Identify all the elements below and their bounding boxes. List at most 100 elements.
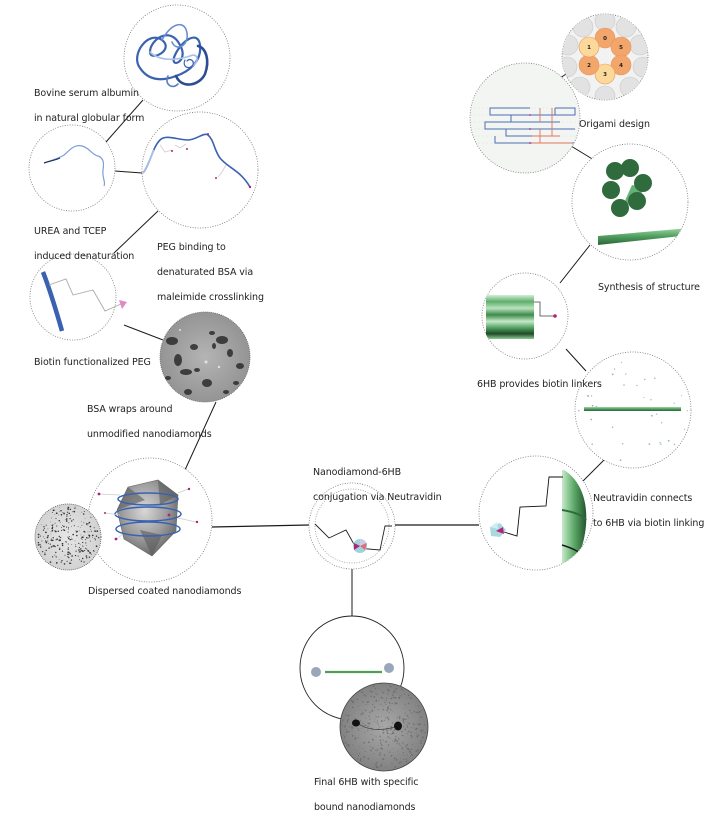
texture-dot: [392, 732, 395, 734]
texture-dot: [413, 727, 415, 729]
texture-dot: [69, 518, 71, 520]
texture-dot: [44, 538, 46, 539]
texture-dot: [55, 539, 57, 541]
texture-dot: [377, 716, 380, 718]
texture-dot: [383, 754, 386, 757]
texture-dot: [388, 737, 390, 739]
texture-dot: [50, 539, 53, 541]
texture-dot: [382, 731, 384, 733]
texture-dot: [75, 546, 77, 547]
texture-dot: [74, 540, 76, 542]
label-line: BSA wraps around: [87, 403, 173, 415]
texture-dot: [421, 710, 423, 712]
bsa-globular-ribbon: [136, 23, 209, 88]
helix-label: 1: [587, 45, 591, 51]
texture-dot: [80, 548, 82, 550]
texture-dot: [348, 743, 349, 745]
texture-dot: [89, 540, 91, 542]
texture-dot: [681, 395, 683, 397]
texture-dot: [394, 739, 396, 741]
texture-dot: [406, 724, 408, 726]
label-line: denaturated BSA via: [157, 266, 254, 278]
texture-dot: [356, 699, 358, 701]
texture-dot: [68, 512, 71, 515]
texture-dot: [64, 554, 66, 556]
texture-dot: [47, 542, 49, 544]
texture-dot: [362, 710, 363, 712]
texture-dot: [408, 731, 410, 733]
texture-dot: [375, 763, 377, 766]
texture-dot: [636, 384, 638, 387]
texture-dot: [410, 748, 412, 751]
stage-circle: [469, 62, 581, 174]
stage-dispersed: [34, 457, 213, 583]
texture-dot: [394, 696, 397, 699]
texture-dot: [358, 752, 361, 754]
texture-dot: [346, 719, 349, 722]
texture-dot: [363, 741, 365, 744]
texture-dot: [387, 694, 388, 696]
texture-dot: [359, 709, 361, 711]
texture-dot: [393, 757, 396, 760]
texture-dot: [374, 693, 376, 695]
helix-4: [610, 54, 632, 76]
texture-dot: [374, 700, 376, 702]
texture-dot: [67, 543, 69, 545]
texture-dot: [396, 692, 398, 693]
texture-dot: [39, 544, 41, 546]
texture-dot: [357, 737, 359, 739]
texture-dot: [405, 760, 408, 763]
texture-dot: [354, 737, 357, 739]
texture-dot: [72, 533, 74, 536]
texture-dot: [384, 701, 386, 704]
texture-dot: [405, 745, 407, 748]
texture-dot: [358, 694, 360, 696]
texture-dot: [390, 686, 392, 688]
texture-dot: [590, 418, 593, 421]
texture-dot: [59, 539, 61, 541]
texture-dot: [375, 735, 377, 737]
texture-dot: [379, 735, 381, 738]
helix-0: [594, 27, 616, 49]
texture-dot: [61, 544, 64, 547]
texture-dot: [77, 555, 79, 557]
texture-dot: [408, 717, 410, 719]
stage-urea-tcep: [28, 124, 116, 212]
texture-dot: [344, 742, 347, 744]
texture-dot: [52, 529, 54, 531]
texture-dot: [95, 539, 96, 540]
texture-dot: [69, 508, 72, 511]
texture-dot: [353, 748, 355, 750]
texture-dot: [375, 716, 378, 718]
texture-dot: [98, 537, 100, 539]
texture-dot: [375, 699, 378, 701]
texture-dot: [387, 726, 389, 728]
texture-dot: [347, 714, 350, 717]
texture-dot: [59, 507, 60, 508]
texture-dot: [420, 739, 422, 741]
texture-dot: [387, 707, 389, 710]
texture-dot: [372, 738, 374, 741]
texture-dot: [387, 693, 389, 695]
texture-dot: [51, 537, 53, 539]
texture-dot: [686, 410, 688, 412]
texture-dot: [45, 549, 47, 552]
texture-dot: [386, 729, 388, 731]
texture-dot: [374, 720, 376, 722]
texture-dot: [74, 506, 76, 508]
texture-dot: [56, 518, 57, 519]
texture-dot: [80, 560, 82, 562]
texture-dot: [402, 748, 404, 750]
protein-segment: [40, 271, 65, 332]
texture-dot: [390, 754, 393, 757]
texture-dot: [68, 557, 70, 559]
texture-dot: [393, 751, 394, 753]
texture-dot: [347, 718, 349, 721]
texture-dot: [357, 754, 360, 757]
texture-dot: [40, 524, 42, 525]
texture-dot: [406, 754, 408, 756]
texture-dot: [419, 706, 421, 708]
texture-dot: [394, 702, 396, 704]
texture-dot: [403, 693, 405, 695]
texture-dot: [41, 550, 44, 553]
